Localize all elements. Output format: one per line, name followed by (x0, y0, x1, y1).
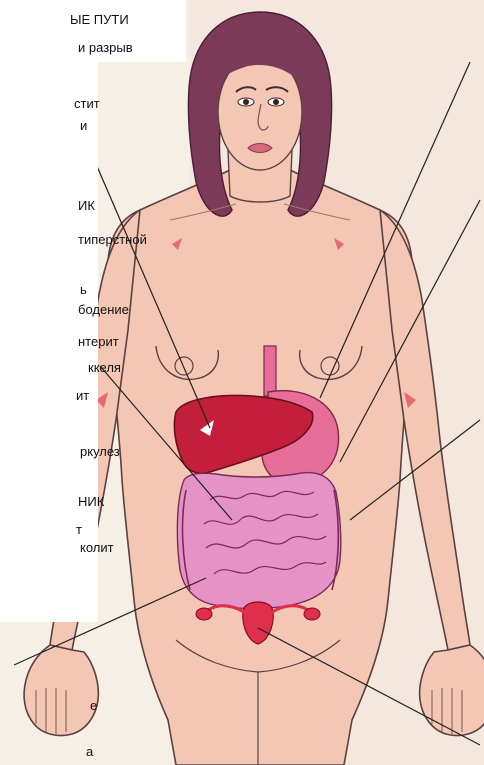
label-duodenum-2: типерстной (78, 232, 147, 248)
label-small-5: ит (76, 388, 89, 404)
label-colon-1: НИК (78, 494, 104, 510)
torso-shape (107, 170, 412, 765)
label-biliary-2: и разрыв (78, 40, 133, 56)
label-small-4: ккеля (88, 360, 121, 376)
label-small-2: бодение (78, 302, 129, 318)
label-gallbladder-2: и (80, 118, 87, 134)
label-gallbladder-1: стит (74, 96, 100, 112)
label-tuberculosis: ркулез (80, 444, 120, 460)
label-bottom-1: е (90, 698, 97, 714)
label-duodenum-1: ИК (78, 198, 95, 214)
label-bottom-2: а (86, 744, 93, 760)
label-small-3: нтерит (78, 334, 119, 350)
esophagus (264, 346, 276, 396)
label-colon-3: колит (80, 540, 114, 556)
mouth (248, 144, 272, 153)
label-biliary-1: ЫЕ ПУТИ (70, 12, 129, 28)
label-small-1: ь (80, 282, 87, 298)
left-hand (24, 645, 98, 736)
label-colon-2: т (76, 522, 82, 538)
